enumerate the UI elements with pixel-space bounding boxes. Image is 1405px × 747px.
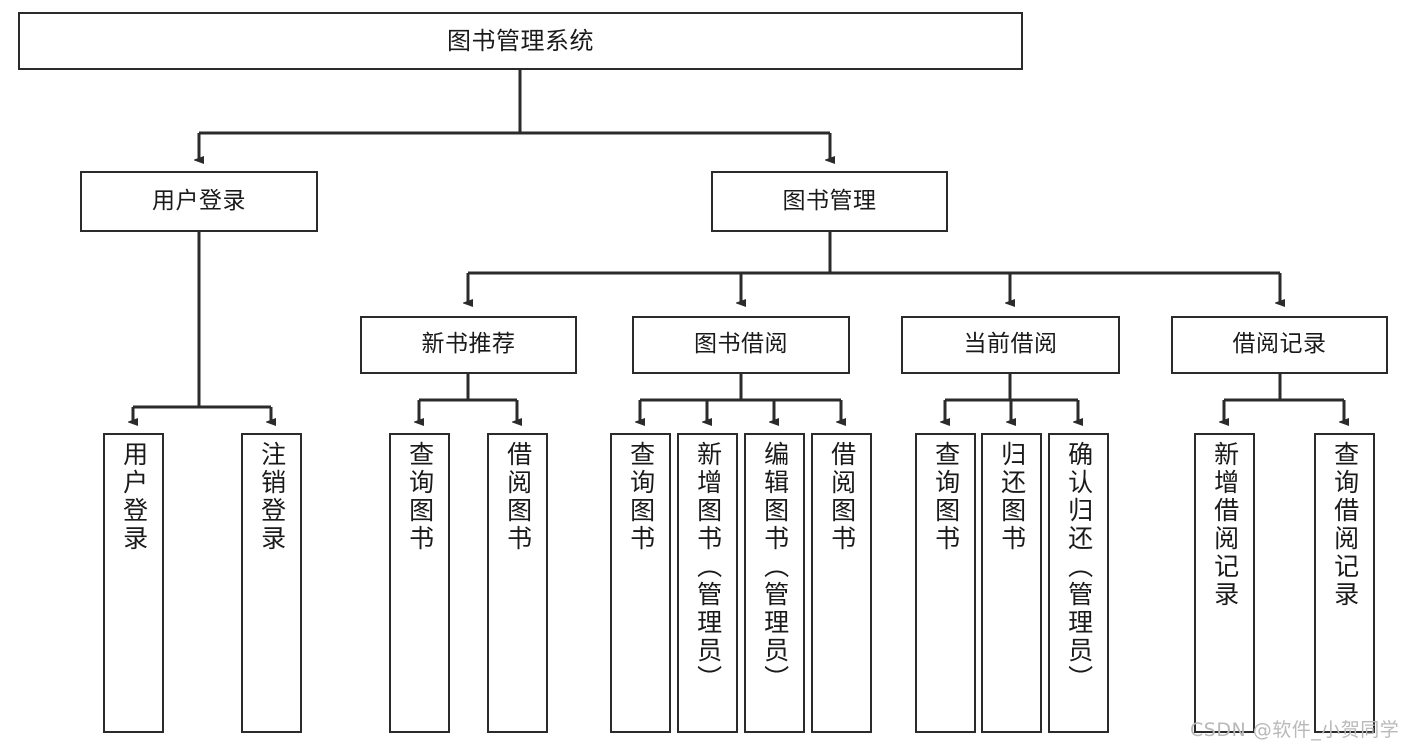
node-borrow-record[interactable]: 借阅记录 (1171, 316, 1388, 374)
node-borrow-record-label: 借阅记录 (1232, 331, 1327, 358)
node-leaf-user-login-label: 用户登录 (119, 441, 149, 553)
node-current-borrow-label: 当前借阅 (963, 331, 1058, 358)
node-leaf-query-record[interactable]: 查询借阅记录 (1314, 433, 1375, 733)
node-leaf-query-record-label: 查询借阅记录 (1330, 441, 1360, 609)
node-leaf-confirm-return-label: 确认归还（管理员） (1064, 441, 1094, 693)
node-leaf-add-record-label: 新增借阅记录 (1210, 441, 1240, 609)
node-root[interactable]: 图书管理系统 (18, 12, 1023, 70)
node-leaf-query-book-1-label: 查询图书 (405, 441, 435, 553)
node-user-login[interactable]: 用户登录 (80, 171, 318, 232)
node-leaf-borrow-book-2[interactable]: 借阅图书 (811, 433, 872, 733)
csdn-watermark: CSDN @软件_小贺同学 (1190, 719, 1400, 741)
node-user-login-label: 用户登录 (152, 187, 246, 214)
node-leaf-logout-label: 注销登录 (257, 441, 287, 553)
node-leaf-return-book[interactable]: 归还图书 (981, 433, 1042, 733)
node-new-book-recommend[interactable]: 新书推荐 (360, 316, 577, 374)
node-leaf-borrow-book-2-label: 借阅图书 (827, 441, 857, 553)
node-leaf-query-book-2-label: 查询图书 (626, 441, 656, 553)
node-leaf-borrow-book-1[interactable]: 借阅图书 (487, 433, 548, 733)
node-current-borrow[interactable]: 当前借阅 (901, 316, 1120, 374)
node-leaf-confirm-return[interactable]: 确认归还（管理员） (1048, 433, 1109, 733)
node-book-management[interactable]: 图书管理 (711, 171, 948, 232)
node-leaf-query-book-3-label: 查询图书 (931, 441, 961, 553)
node-leaf-logout[interactable]: 注销登录 (241, 433, 302, 733)
node-root-label: 图书管理系统 (447, 26, 594, 55)
node-leaf-edit-book-label: 编辑图书（管理员） (760, 441, 790, 693)
node-leaf-add-record[interactable]: 新增借阅记录 (1194, 433, 1255, 733)
node-leaf-borrow-book-1-label: 借阅图书 (503, 441, 533, 553)
node-leaf-query-book-1[interactable]: 查询图书 (389, 433, 450, 733)
node-leaf-edit-book[interactable]: 编辑图书（管理员） (744, 433, 805, 733)
node-leaf-user-login[interactable]: 用户登录 (103, 433, 164, 733)
node-leaf-return-book-label: 归还图书 (997, 441, 1027, 553)
node-leaf-add-book-label: 新增图书（管理员） (693, 441, 723, 693)
node-book-borrow[interactable]: 图书借阅 (632, 316, 850, 374)
node-book-borrow-label: 图书借阅 (694, 331, 788, 358)
node-book-management-label: 图书管理 (782, 187, 877, 214)
node-new-book-recommend-label: 新书推荐 (421, 331, 516, 358)
node-leaf-query-book-3[interactable]: 查询图书 (915, 433, 976, 733)
node-leaf-query-book-2[interactable]: 查询图书 (610, 433, 671, 733)
node-leaf-add-book[interactable]: 新增图书（管理员） (677, 433, 738, 733)
